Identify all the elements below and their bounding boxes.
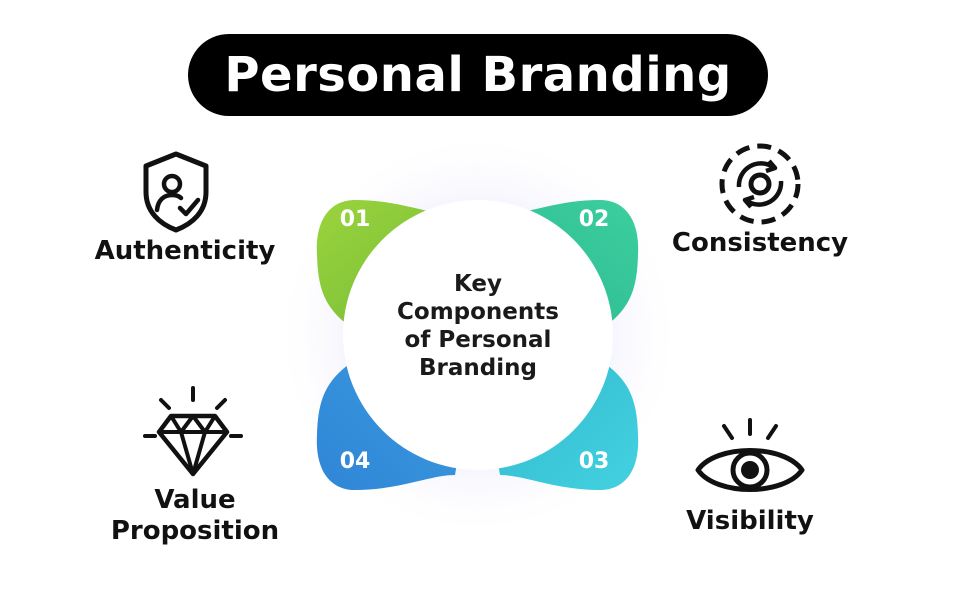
- diamond-icon: [143, 386, 243, 477]
- center-caption: Key Components of Personal Branding: [370, 270, 586, 382]
- label-visibility: Visibility: [686, 506, 814, 536]
- step-number-03: 03: [578, 449, 610, 474]
- center-caption-line: of Personal: [404, 327, 552, 353]
- center-caption-line: Branding: [419, 355, 537, 381]
- label-value-proposition: Value Proposition: [95, 485, 295, 547]
- center-circle: [343, 200, 613, 470]
- center-caption-line: Key: [453, 271, 502, 297]
- step-number-02: 02: [578, 207, 610, 232]
- label-value-proposition-line2: Proposition: [110, 516, 280, 546]
- puzzle-graphic: [273, 140, 683, 540]
- label-authenticity: Authenticity: [94, 236, 276, 266]
- step-number-04: 04: [339, 449, 371, 474]
- label-value-proposition-line1: Value: [154, 485, 236, 515]
- center-caption-line: Components: [397, 299, 559, 325]
- step-number-01: 01: [339, 207, 371, 232]
- eye-icon: [695, 418, 805, 492]
- cycle-target-icon: [719, 143, 801, 225]
- shield-user-check-icon: [143, 151, 209, 233]
- page-title: Personal Branding: [224, 47, 732, 103]
- label-consistency: Consistency: [671, 228, 849, 258]
- title-banner: Personal Branding: [188, 34, 768, 116]
